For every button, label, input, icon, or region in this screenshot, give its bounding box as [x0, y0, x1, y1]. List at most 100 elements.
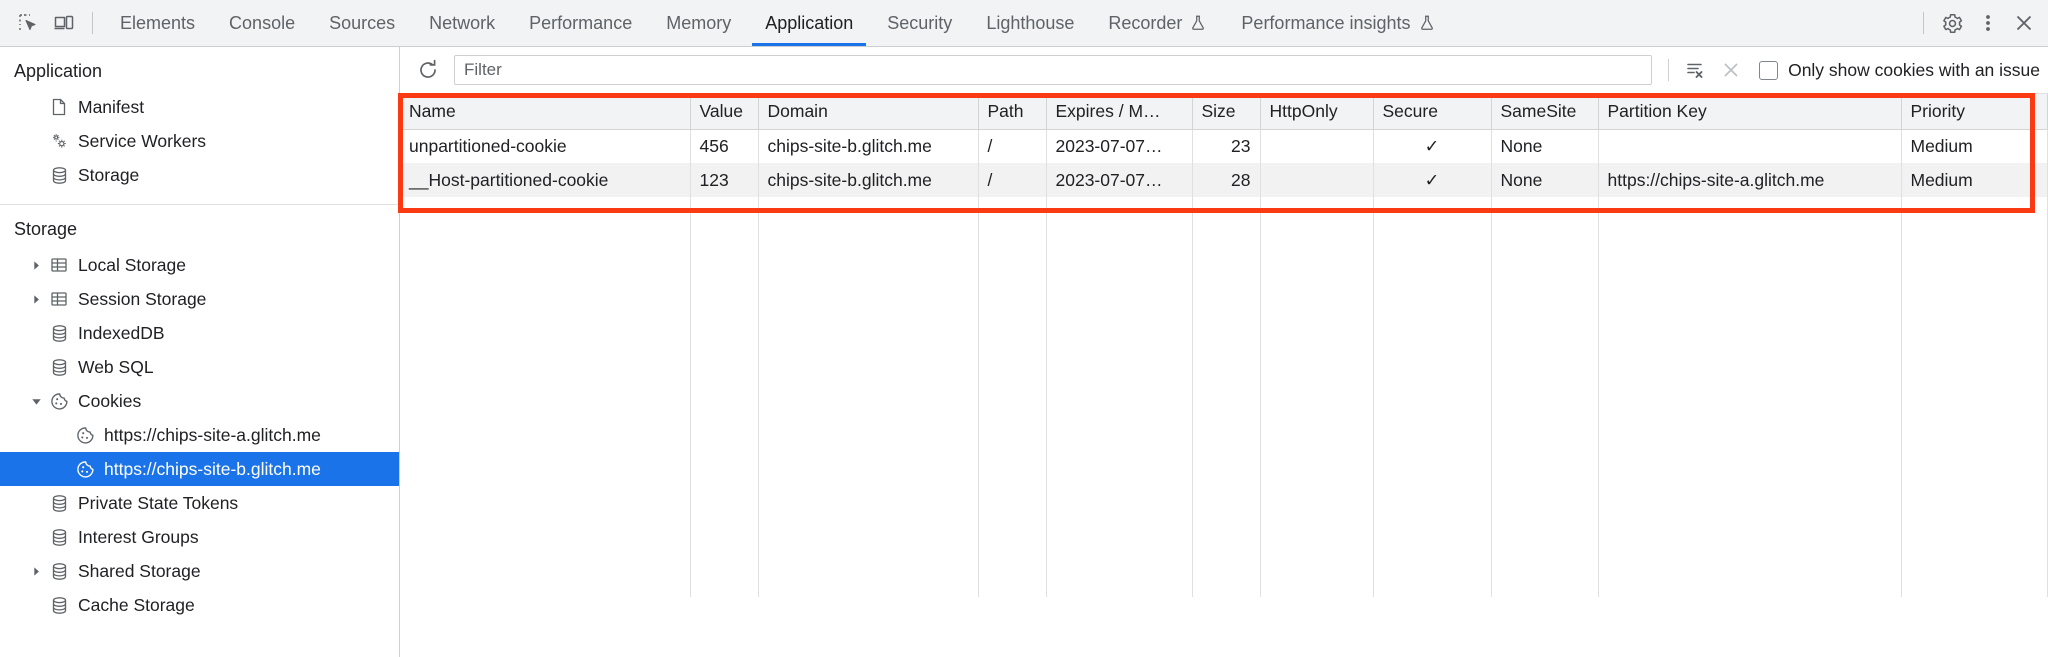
- column-header-secure[interactable]: Secure: [1373, 94, 1492, 130]
- tab-recorder[interactable]: Recorder: [1091, 0, 1224, 46]
- devtools-top-toolbar: Elements Console Sources Network Performance…: [0, 0, 2048, 47]
- sidebar-item-indexeddb[interactable]: IndexedDB: [0, 316, 399, 350]
- empty-cell: [758, 197, 979, 597]
- empty-cell: [1260, 197, 1374, 597]
- clear-filtered-cookies-icon[interactable]: [1713, 52, 1749, 88]
- sidebar-item-label: Manifest: [78, 96, 145, 117]
- table-empty-area: [400, 197, 2048, 597]
- empty-cell: [1491, 197, 1599, 597]
- sidebar-item-label: Local Storage: [78, 254, 186, 275]
- column-header-path[interactable]: Path: [978, 94, 1047, 130]
- sidebar-item-cache-storage[interactable]: Cache Storage: [0, 588, 399, 622]
- sidebar-item-cookies[interactable]: Cookies: [0, 384, 399, 418]
- sidebar-item-web-sql[interactable]: Web SQL: [0, 350, 399, 384]
- kebab-menu-icon[interactable]: [1970, 5, 2006, 41]
- cell-domain: chips-site-b.glitch.me: [758, 163, 979, 197]
- filter-divider: [1668, 59, 1670, 81]
- table-icon: [46, 255, 72, 275]
- chevron-down-icon[interactable]: [26, 396, 46, 407]
- only-show-issues-checkbox-row[interactable]: Only show cookies with an issue: [1759, 60, 2040, 81]
- sidebar-item-label: Session Storage: [78, 288, 207, 309]
- cell-expires: 2023-07-07…: [1046, 163, 1193, 197]
- sidebar-item-label: IndexedDB: [78, 322, 165, 343]
- column-header-name[interactable]: Name: [400, 94, 691, 130]
- device-toolbar-icon[interactable]: [46, 5, 82, 41]
- sidebar-item-private-state-tokens[interactable]: Private State Tokens: [0, 486, 399, 520]
- refresh-icon[interactable]: [410, 52, 446, 88]
- tab-memory[interactable]: Memory: [649, 0, 748, 46]
- close-icon[interactable]: [2006, 5, 2042, 41]
- only-show-issues-checkbox[interactable]: [1759, 60, 1779, 80]
- sidebar-item-manifest[interactable]: Manifest: [0, 90, 399, 124]
- tab-application[interactable]: Application: [748, 0, 870, 46]
- tab-network[interactable]: Network: [412, 0, 512, 46]
- empty-cell: [1046, 197, 1193, 597]
- tab-label: Recorder: [1108, 12, 1183, 33]
- sidebar-item-https-chips-site-a-glitch-me[interactable]: https://chips-site-a.glitch.me: [0, 418, 399, 452]
- cookies-filter-toolbar: Only show cookies with an issue: [400, 47, 2048, 94]
- tab-performance-insights[interactable]: Performance insights: [1224, 0, 1452, 46]
- column-header-domain[interactable]: Domain: [758, 94, 979, 130]
- cell-path: /: [978, 163, 1047, 197]
- tab-lighthouse[interactable]: Lighthouse: [969, 0, 1091, 46]
- tab-security[interactable]: Security: [870, 0, 969, 46]
- toolbar-divider-right: [1923, 12, 1924, 34]
- database-icon: [46, 165, 72, 186]
- cell-secure: ✓: [1373, 163, 1492, 197]
- column-header-value[interactable]: Value: [690, 94, 759, 130]
- sidebar-item-service-workers[interactable]: Service Workers: [0, 124, 399, 158]
- experiment-flask-icon: [1189, 14, 1207, 32]
- sidebar-item-interest-groups[interactable]: Interest Groups: [0, 520, 399, 554]
- tab-sources[interactable]: Sources: [312, 0, 412, 46]
- column-header-expires-m[interactable]: Expires / M…: [1046, 94, 1193, 130]
- sidebar-item-local-storage[interactable]: Local Storage: [0, 248, 399, 282]
- column-header-size[interactable]: Size: [1192, 94, 1261, 130]
- cell-size: 28: [1192, 163, 1261, 197]
- tab-elements[interactable]: Elements: [103, 0, 212, 46]
- inspect-element-icon[interactable]: [10, 5, 46, 41]
- cell-samesite: None: [1491, 163, 1599, 197]
- sidebar-item-https-chips-site-b-glitch-me[interactable]: https://chips-site-b.glitch.me: [0, 452, 399, 486]
- chevron-right-icon[interactable]: [26, 260, 46, 271]
- cell-samesite: None: [1491, 129, 1599, 163]
- gears-icon: [46, 131, 72, 152]
- tab-label: Elements: [120, 12, 196, 33]
- database-icon: [46, 323, 72, 344]
- sidebar-item-storage[interactable]: Storage: [0, 158, 399, 192]
- database-icon: [46, 595, 72, 616]
- column-header-httponly[interactable]: HttpOnly: [1260, 94, 1374, 130]
- empty-cell: [978, 197, 1047, 597]
- tab-label: Network: [429, 12, 496, 33]
- database-icon: [46, 561, 72, 582]
- table-icon: [46, 289, 72, 309]
- search-input[interactable]: [454, 55, 1653, 85]
- column-header-priority[interactable]: Priority: [1901, 94, 2048, 130]
- chevron-right-icon[interactable]: [26, 294, 46, 305]
- experiment-flask-icon: [1418, 14, 1436, 32]
- empty-cell: [690, 197, 759, 597]
- sidebar-item-session-storage[interactable]: Session Storage: [0, 282, 399, 316]
- sidebar-item-label: Shared Storage: [78, 560, 201, 581]
- tab-console[interactable]: Console: [212, 0, 312, 46]
- tab-label: Sources: [329, 12, 396, 33]
- gear-icon[interactable]: [1934, 5, 1970, 41]
- clear-all-cookies-icon[interactable]: [1677, 52, 1713, 88]
- sidebar-heading-storage: Storage: [14, 219, 78, 239]
- cookie-icon: [72, 459, 98, 480]
- sidebar-item-shared-storage[interactable]: Shared Storage: [0, 554, 399, 588]
- tab-performance[interactable]: Performance: [512, 0, 649, 46]
- chevron-right-icon[interactable]: [26, 566, 46, 577]
- cell-priority: Medium: [1901, 163, 2048, 197]
- column-header-samesite[interactable]: SameSite: [1491, 94, 1599, 130]
- toolbar-right-controls: [1913, 5, 2042, 41]
- tab-label: Performance: [529, 12, 633, 33]
- sidebar-item-label: Cache Storage: [78, 594, 195, 615]
- database-icon: [46, 527, 72, 548]
- column-header-partition-key[interactable]: Partition Key: [1598, 94, 1902, 130]
